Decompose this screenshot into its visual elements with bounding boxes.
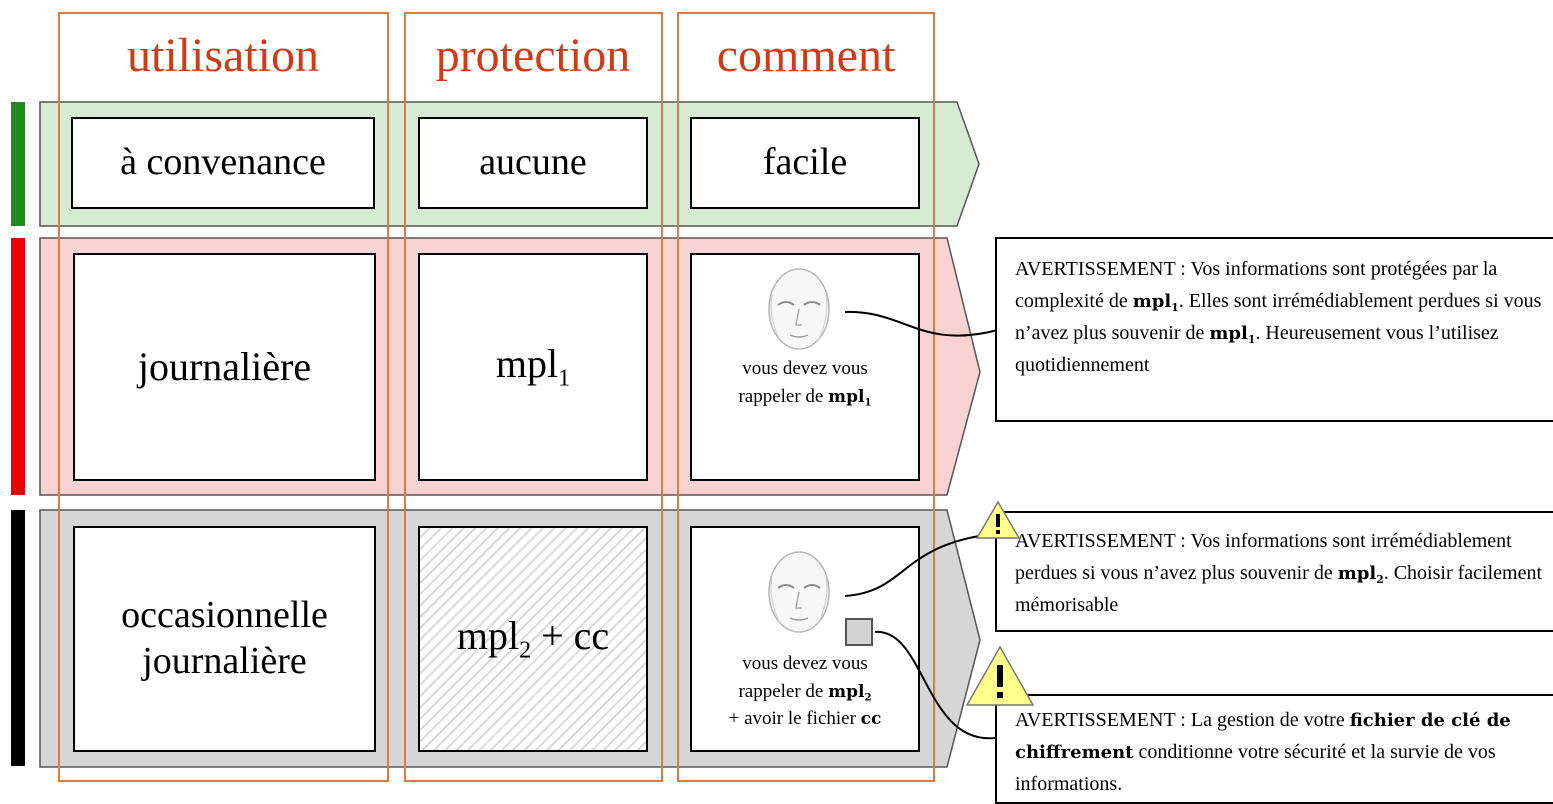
cell-usage-occasionnelle: occasionnelle journalière [73, 526, 376, 752]
warning-text: . Heureusement vous l’utilisez quotidien… [1015, 322, 1499, 376]
protection-aucune-text: aucune [479, 141, 587, 184]
head-icon [768, 551, 830, 633]
key-file-icon [845, 618, 873, 646]
how-mpl2-line3: + avoir le fichier cc [728, 708, 882, 730]
cell-usage-journaliere: journalière [73, 253, 376, 481]
connector-w3 [874, 630, 996, 740]
warning-text: . Choisir facilement mémorisable [1015, 562, 1543, 616]
warning-box-mpl1: AVERTISSEMENT : Vos informations sont pr… [995, 237, 1553, 422]
how-mpl2-line2: rappeler de mpl2 [738, 680, 872, 704]
warning-triangle-icon [975, 500, 1021, 539]
cell-usage-convenance: à convenance [71, 117, 375, 209]
column-title-comment: comment [716, 29, 896, 82]
warning-text: Vos informations sont protégées par la c… [1015, 258, 1498, 312]
protection-mpl2-cc-text: mpl2 + cc [456, 613, 610, 664]
warning-text: conditionne votre sécurité et la survie … [1015, 741, 1496, 795]
warning-triangle-icon [965, 645, 1035, 706]
how-mpl2-line1: vous devez vous [742, 653, 868, 674]
usage-journaliere-text: journalière [137, 344, 312, 389]
column-frame-protection [404, 12, 663, 782]
column-frame-utilisation [58, 12, 389, 782]
sidebar-black [11, 510, 25, 766]
warning-box-mpl2: AVERTISSEMENT : Vos informations sont ir… [995, 511, 1553, 632]
warning-title: AVERTISSEMENT : [1015, 709, 1191, 731]
cell-how-facile: facile [690, 117, 920, 209]
warning-box-key-file: AVERTISSEMENT : La gestion de votre fich… [995, 694, 1553, 804]
warning-text: Vos informations sont irrémédiablement p… [1015, 530, 1512, 584]
sidebar-green [11, 102, 25, 226]
protection-mpl1-text: mpl1 [495, 341, 571, 392]
cell-protection-mpl2-cc: mpl2 + cc [418, 526, 648, 752]
how-mpl1-line1: vous devez vous [742, 358, 868, 379]
warning-title: AVERTISSEMENT : [1015, 258, 1191, 280]
column-title-utilisation: utilisation [127, 29, 319, 82]
how-mpl1-line2: rappeler de mpl1 [738, 385, 872, 409]
usage-occasionnelle-line2: journalière [142, 640, 307, 682]
cell-protection-mpl1: mpl1 [418, 253, 648, 481]
how-facile-text: facile [762, 141, 848, 184]
column-frame-comment [677, 12, 935, 782]
usage-convenance-text: à convenance [120, 141, 326, 184]
warning-title: AVERTISSEMENT : [1015, 530, 1191, 552]
warning-text: . Elles sont irrémédiablement perdues si… [1015, 290, 1542, 344]
sidebar-red [11, 238, 25, 495]
warning-text: La gestion de votre [1190, 709, 1350, 731]
cell-protection-aucune: aucune [418, 117, 648, 209]
usage-occasionnelle-line1: occasionnelle [121, 594, 328, 637]
column-title-protection: protection [435, 29, 631, 82]
connector-w2 [844, 534, 986, 597]
connector-w1 [844, 310, 999, 337]
head-icon [768, 268, 830, 350]
